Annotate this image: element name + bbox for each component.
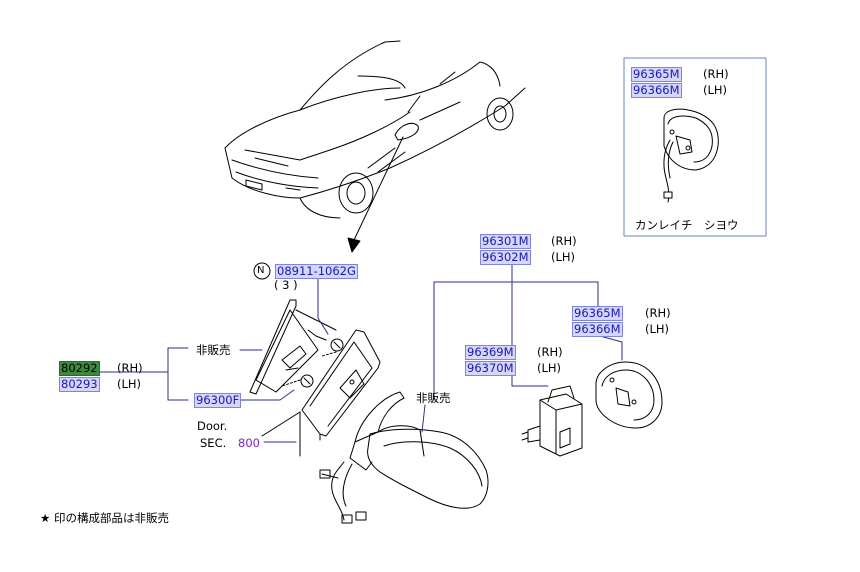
part-link-96365m[interactable]: 96365M <box>572 306 623 321</box>
door-label: Door. <box>197 419 228 433</box>
cover-lh-label: (LH) <box>117 377 142 391</box>
mirror-cover-parts <box>249 299 344 395</box>
inset-caption: カンレイチ シヨウ <box>635 218 739 232</box>
part-link-96366m[interactable]: 96366M <box>572 322 623 337</box>
part-link-80292[interactable]: 80292 <box>59 361 100 376</box>
not-sold-label-right: 非販売 <box>416 391 451 405</box>
mirror-lh-label: (LH) <box>551 250 576 264</box>
glass-lh-label: (LH) <box>645 322 670 336</box>
mirror-housing-assy <box>319 391 489 524</box>
actuator-rh-label: (RH) <box>537 345 563 359</box>
part-link-96300f[interactable]: 96300F <box>194 393 242 408</box>
cover-rh-label: (RH) <box>117 361 143 375</box>
mirror-pointer-arrow <box>347 136 404 253</box>
mirror-rh-label: (RH) <box>551 234 577 248</box>
inset-mirror-glass-drawing <box>663 108 719 203</box>
footnote-not-sold: ★ 印の構成部品は非販売 <box>40 511 169 525</box>
glass-rh-label: (RH) <box>645 306 671 320</box>
leader-lines <box>99 259 623 443</box>
circle-n-symbol: N <box>257 265 265 276</box>
part-link-96302m[interactable]: 96302M <box>480 250 531 265</box>
door-frame-panel <box>261 329 381 457</box>
part-link-80293[interactable]: 80293 <box>59 377 100 392</box>
part-link-96369m[interactable]: 96369M <box>465 345 516 360</box>
car-illustration <box>224 40 526 219</box>
part-link-inset-96366m[interactable]: 96366M <box>631 83 682 98</box>
part-link-96301m[interactable]: 96301M <box>480 234 531 249</box>
part-link-08911-1062g[interactable]: 08911-1062G <box>275 264 358 279</box>
actuator-drawing <box>521 385 583 457</box>
actuator-lh-label: (LH) <box>537 361 562 375</box>
inset-rh-label: (RH) <box>703 67 729 81</box>
part-link-inset-96365m[interactable]: 96365M <box>631 67 682 82</box>
part-link-96370m[interactable]: 96370M <box>465 361 516 376</box>
not-sold-label-left: 非販売 <box>196 343 231 357</box>
inset-frame <box>623 57 767 237</box>
fastener-qty: ( 3 ) <box>274 278 298 292</box>
section-prefix: SEC. <box>200 436 227 450</box>
section-800-link[interactable]: 800 <box>238 436 260 450</box>
inset-lh-label: (LH) <box>703 83 728 97</box>
mirror-glass-drawing <box>595 361 663 429</box>
